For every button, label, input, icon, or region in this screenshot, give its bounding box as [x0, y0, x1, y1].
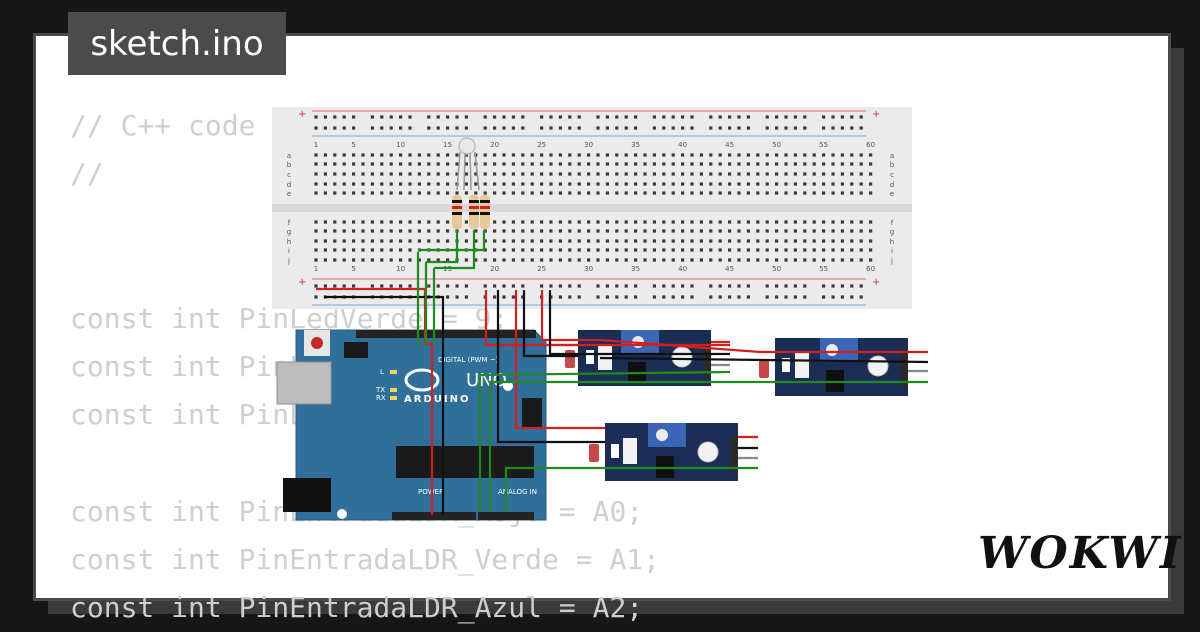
breadboard-row-letter: d [287, 181, 291, 189]
breadboard-column-number: 30 [584, 265, 593, 273]
breadboard-row-letter: c [890, 171, 894, 179]
svg-text:+: + [298, 277, 306, 288]
wokwi-logo[interactable]: WOKWI [976, 526, 1180, 579]
board-maker: ARDUINO [404, 394, 470, 405]
breadboard-column-number: 55 [819, 141, 828, 149]
code-line: const int PinEntradaLDR_Azul = A2; [70, 590, 644, 624]
breadboard-column-number: 60 [866, 265, 875, 273]
arduino-uno-board[interactable]: UNO ARDUINO DIGITAL (PWM ~) POWER ANALOG… [276, 329, 547, 521]
breadboard-column-number: 40 [678, 141, 687, 149]
breadboard-row-letter: i [288, 247, 290, 255]
breadboard-row-letter: a [890, 152, 894, 160]
breadboard-row-letter: c [287, 171, 291, 179]
file-title: sketch.ino [90, 23, 264, 64]
breadboard-row-letter: f [891, 219, 894, 227]
ldr-module[interactable] [589, 423, 738, 481]
breadboard-column-number: 60 [866, 141, 875, 149]
breadboard-column-number: 25 [537, 265, 546, 273]
breadboard-column-number: 5 [351, 265, 355, 273]
tx-label: TX [375, 386, 385, 394]
rgb-led[interactable] [456, 137, 480, 191]
breadboard-column-number: 20 [490, 265, 499, 273]
breadboard-column-number: 55 [819, 265, 828, 273]
breadboard-column-number: 35 [631, 265, 640, 273]
breadboard-row-letter: e [287, 190, 291, 198]
breadboard-column-number: 35 [631, 141, 640, 149]
breadboard-column-number: 10 [396, 265, 405, 273]
file-title-tab[interactable]: sketch.ino [68, 12, 286, 75]
breadboard-row-letter: b [287, 161, 292, 169]
breadboard-row-letter: a [287, 152, 291, 160]
svg-text:+: + [298, 109, 306, 120]
breadboard-column-number: 1 [314, 265, 318, 273]
brand-name: WOKWI [978, 528, 1182, 579]
breadboard-column-number: 45 [725, 141, 734, 149]
svg-text:+: + [872, 277, 880, 288]
breadboard-column-number: 45 [725, 265, 734, 273]
code-line: // C++ code [70, 109, 256, 142]
resistor[interactable] [469, 195, 479, 229]
breadboard-row-letter: j [890, 257, 893, 265]
breadboard-column-number: 40 [678, 265, 687, 273]
rx-label: RX [376, 394, 386, 402]
breadboard-column-number: 15 [443, 141, 452, 149]
svg-text:+: + [872, 109, 880, 120]
breadboard-column-number: 20 [490, 141, 499, 149]
resistor[interactable] [452, 195, 462, 229]
breadboard-row-letter: h [287, 238, 291, 246]
resistor[interactable] [480, 195, 490, 229]
breadboard-row-letter: g [890, 228, 894, 236]
breadboard-row-letter: h [890, 238, 894, 246]
code-line: const int PinEntradaLDR_Verde = A1; [70, 542, 661, 576]
analog-header-label: ANALOG IN [498, 488, 537, 496]
breadboard-column-number: 10 [396, 141, 405, 149]
code-line: // [70, 157, 104, 191]
breadboard-column-number: 50 [772, 265, 781, 273]
board-name: UNO [466, 370, 507, 391]
breadboard-column-number: 30 [584, 141, 593, 149]
ldr-module[interactable] [759, 338, 908, 396]
l-led-label: L [380, 368, 384, 376]
breadboard-column-number: 25 [537, 141, 546, 149]
breadboard-row-letter: j [287, 257, 290, 265]
breadboard-row-letter: d [890, 181, 894, 189]
breadboard-column-number: 5 [351, 141, 355, 149]
breadboard-row-letter: b [890, 161, 895, 169]
breadboard-column-number: 50 [772, 141, 781, 149]
breadboard-column-number: 1 [314, 141, 318, 149]
breadboard-row-letter: f [288, 219, 291, 227]
breadboard[interactable]: + + + + 11551010151520202525303035354040… [272, 107, 912, 309]
breadboard-row-letter: e [890, 190, 894, 198]
breadboard-row-letter: g [287, 228, 291, 236]
breadboard-row-letter: i [891, 247, 893, 255]
wires [316, 230, 929, 515]
digital-header-label: DIGITAL (PWM ~) [438, 356, 499, 364]
breadboard-holes [314, 115, 873, 299]
